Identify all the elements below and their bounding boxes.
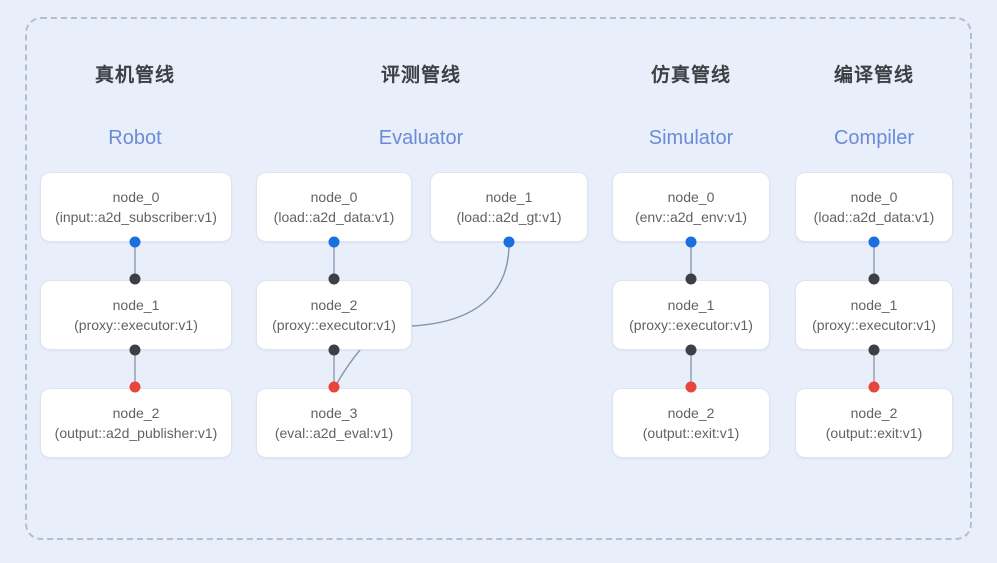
diagram-dashed-frame [25,17,972,540]
node-box-robot-node-1[interactable]: node_1(proxy::executor:v1) [40,280,232,350]
node-box-eval-node-3[interactable]: node_3(eval::a2d_eval:v1) [256,388,412,458]
connector-line [333,242,335,279]
node-name-label: node_1 [485,189,533,205]
column-title-cn-simulator: 仿真管线 [650,65,732,86]
port-dot-blue[interactable] [868,236,880,248]
port-dot-black[interactable] [328,273,340,285]
port-dot-black[interactable] [685,344,697,356]
port-dot-black[interactable] [685,273,697,285]
node-box-comp-node-0[interactable]: node_0(load::a2d_data:v1) [795,172,953,242]
column-title-en-simulator: Simulator [648,127,734,149]
node-name-label: node_0 [850,189,898,205]
node-box-eval-node-0[interactable]: node_0(load::a2d_data:v1) [256,172,412,242]
node-type-label: (proxy::executor:v1) [629,317,753,333]
node-name-label: node_1 [667,297,715,313]
column-title-cn-evaluator: 评测管线 [380,65,461,86]
port-dot-black[interactable] [129,273,141,285]
connector-line [690,350,692,387]
port-dot-red[interactable] [868,381,880,393]
node-type-label: (load::a2d_data:v1) [813,209,935,225]
connector-line [134,350,136,387]
port-dot-blue[interactable] [503,236,515,248]
column-title-en-evaluator: Evaluator [378,127,464,149]
node-box-sim-node-2[interactable]: node_2(output::exit:v1) [612,388,770,458]
port-dot-black[interactable] [328,344,340,356]
connector-line [873,242,875,279]
port-dot-red[interactable] [129,381,141,393]
column-title-cn-compiler: 编译管线 [833,65,914,86]
port-dot-black[interactable] [129,344,141,356]
port-dot-blue[interactable] [685,236,697,248]
node-name-label: node_2 [667,405,715,421]
node-name-label: node_2 [112,405,160,421]
node-name-label: node_0 [112,189,160,205]
node-box-sim-node-1[interactable]: node_1(proxy::executor:v1) [612,280,770,350]
column-header-simulator: 仿真管线 Simulator [649,64,733,150]
node-box-robot-node-2[interactable]: node_2(output::a2d_publisher:v1) [40,388,232,458]
node-box-eval-node-1[interactable]: node_1(load::a2d_gt:v1) [430,172,588,242]
node-type-label: (env::a2d_env:v1) [634,209,748,225]
node-name-label: node_1 [850,297,898,313]
connector-line [333,350,335,387]
node-name-label: node_2 [850,405,898,421]
port-dot-black[interactable] [868,344,880,356]
connector-line [134,242,136,279]
node-type-label: (eval::a2d_eval:v1) [274,425,394,441]
column-title-en-robot: Robot [108,127,162,149]
node-type-label: (load::a2d_gt:v1) [456,209,562,225]
node-box-comp-node-1[interactable]: node_1(proxy::executor:v1) [795,280,953,350]
port-dot-red[interactable] [685,381,697,393]
node-name-label: node_0 [310,189,358,205]
column-title-en-compiler: Compiler [833,127,915,149]
column-header-robot: 真机管线 Robot [95,64,175,150]
port-dot-black[interactable] [868,273,880,285]
node-type-label: (load::a2d_data:v1) [273,209,395,225]
node-name-label: node_0 [667,189,715,205]
node-type-label: (output::exit:v1) [642,425,740,441]
column-title-cn-robot: 真机管线 [94,65,176,86]
port-dot-red[interactable] [328,381,340,393]
connector-line [873,350,875,387]
node-type-label: (proxy::executor:v1) [74,317,198,333]
node-type-label: (output::exit:v1) [825,425,923,441]
connector-line [690,242,692,279]
port-dot-blue[interactable] [328,236,340,248]
node-box-sim-node-0[interactable]: node_0(env::a2d_env:v1) [612,172,770,242]
node-type-label: (proxy::executor:v1) [272,317,396,333]
node-box-robot-node-0[interactable]: node_0(input::a2d_subscriber:v1) [40,172,232,242]
node-name-label: node_2 [310,297,358,313]
node-box-comp-node-2[interactable]: node_2(output::exit:v1) [795,388,953,458]
port-dot-blue[interactable] [129,236,141,248]
node-type-label: (input::a2d_subscriber:v1) [55,209,217,225]
node-name-label: node_3 [310,405,358,421]
node-name-label: node_1 [112,297,160,313]
column-header-evaluator: 评测管线 Evaluator [379,64,464,150]
node-type-label: (proxy::executor:v1) [812,317,936,333]
node-type-label: (output::a2d_publisher:v1) [54,425,218,441]
node-box-eval-node-2[interactable]: node_2(proxy::executor:v1) [256,280,412,350]
column-header-compiler: 编译管线 Compiler [834,64,914,150]
